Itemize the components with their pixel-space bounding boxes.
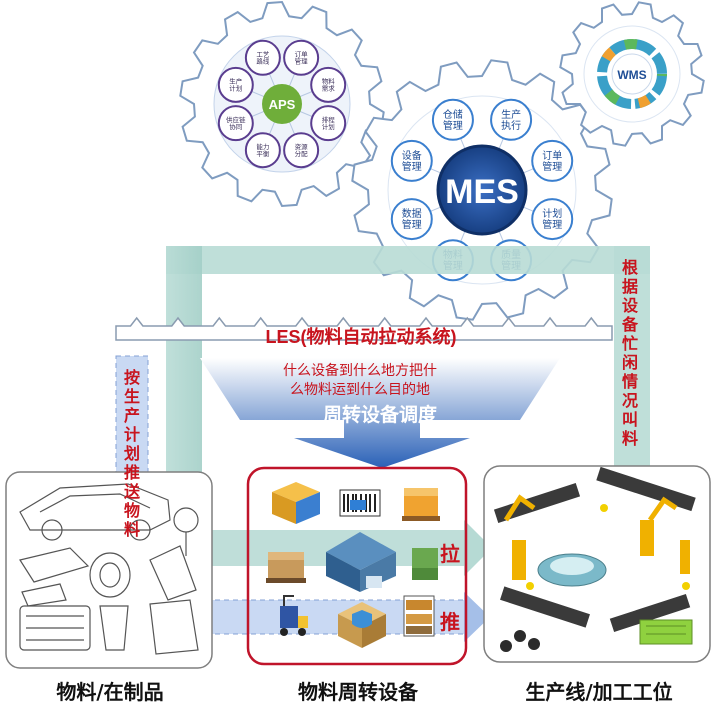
equipment-caption: 物料周转设备 xyxy=(258,676,458,705)
aps-node-label: 平衡 xyxy=(256,149,270,158)
crate-icon xyxy=(266,552,306,583)
pallet-boxes-icon xyxy=(402,488,440,521)
barcode-scanner-icon xyxy=(340,490,380,516)
mes-node-label: 仓储 xyxy=(443,108,463,121)
mes-node-label: 管理 xyxy=(402,160,422,173)
aps-node-label: 计划 xyxy=(229,84,242,93)
aps-node-label: 分配 xyxy=(295,149,309,158)
aps-node-label: 需求 xyxy=(322,84,336,93)
storage-rack-icon xyxy=(404,596,434,636)
aps-node-label: 计划 xyxy=(322,122,335,131)
mes-node-label: 管理 xyxy=(542,160,562,173)
materials-caption: 物料/在制品 xyxy=(20,676,200,705)
les-subtitle-line1: 什么设备到什么地方把什 xyxy=(240,360,480,380)
stacked-crates-icon xyxy=(412,548,438,580)
pull-flow-label: 拉 xyxy=(440,538,460,567)
push-flow-label: 推 xyxy=(440,606,460,635)
aps-node-label: 路线 xyxy=(256,57,270,66)
mes-node-label: 管理 xyxy=(402,218,422,231)
les-title: LES(物料自动拉动系统) xyxy=(226,323,496,349)
aps-node-label: 协同 xyxy=(229,122,242,131)
mes-title: MES xyxy=(445,173,519,211)
left-push-label: 按生产计划推送物料 xyxy=(122,368,142,539)
equipment-icons xyxy=(266,482,440,648)
mes-node-label: 执行 xyxy=(501,119,521,132)
mes-node-label: 计划 xyxy=(542,207,562,220)
mes-node-label: 设备 xyxy=(402,149,422,162)
aps-title: APS xyxy=(269,97,296,112)
aps-node-label: 管理 xyxy=(295,57,309,66)
wms-title: WMS xyxy=(617,68,646,82)
mes-node-label: 数据 xyxy=(402,207,422,220)
dispatch-label: 周转设备调度 xyxy=(280,400,480,427)
mes-node-label: 生产 xyxy=(501,108,521,121)
mes-node-label: 管理 xyxy=(542,218,562,231)
mes-node-label: 订单 xyxy=(542,150,562,162)
right-pull-label: 根据设备忙闲情况叫料 xyxy=(620,258,640,448)
les-subtitle-line2: 么物料运到什么目的地 xyxy=(240,379,480,399)
mes-node-label: 管理 xyxy=(443,119,463,132)
cargo-box-icon xyxy=(272,482,320,524)
production-caption: 生产线/加工工位 xyxy=(494,676,704,705)
